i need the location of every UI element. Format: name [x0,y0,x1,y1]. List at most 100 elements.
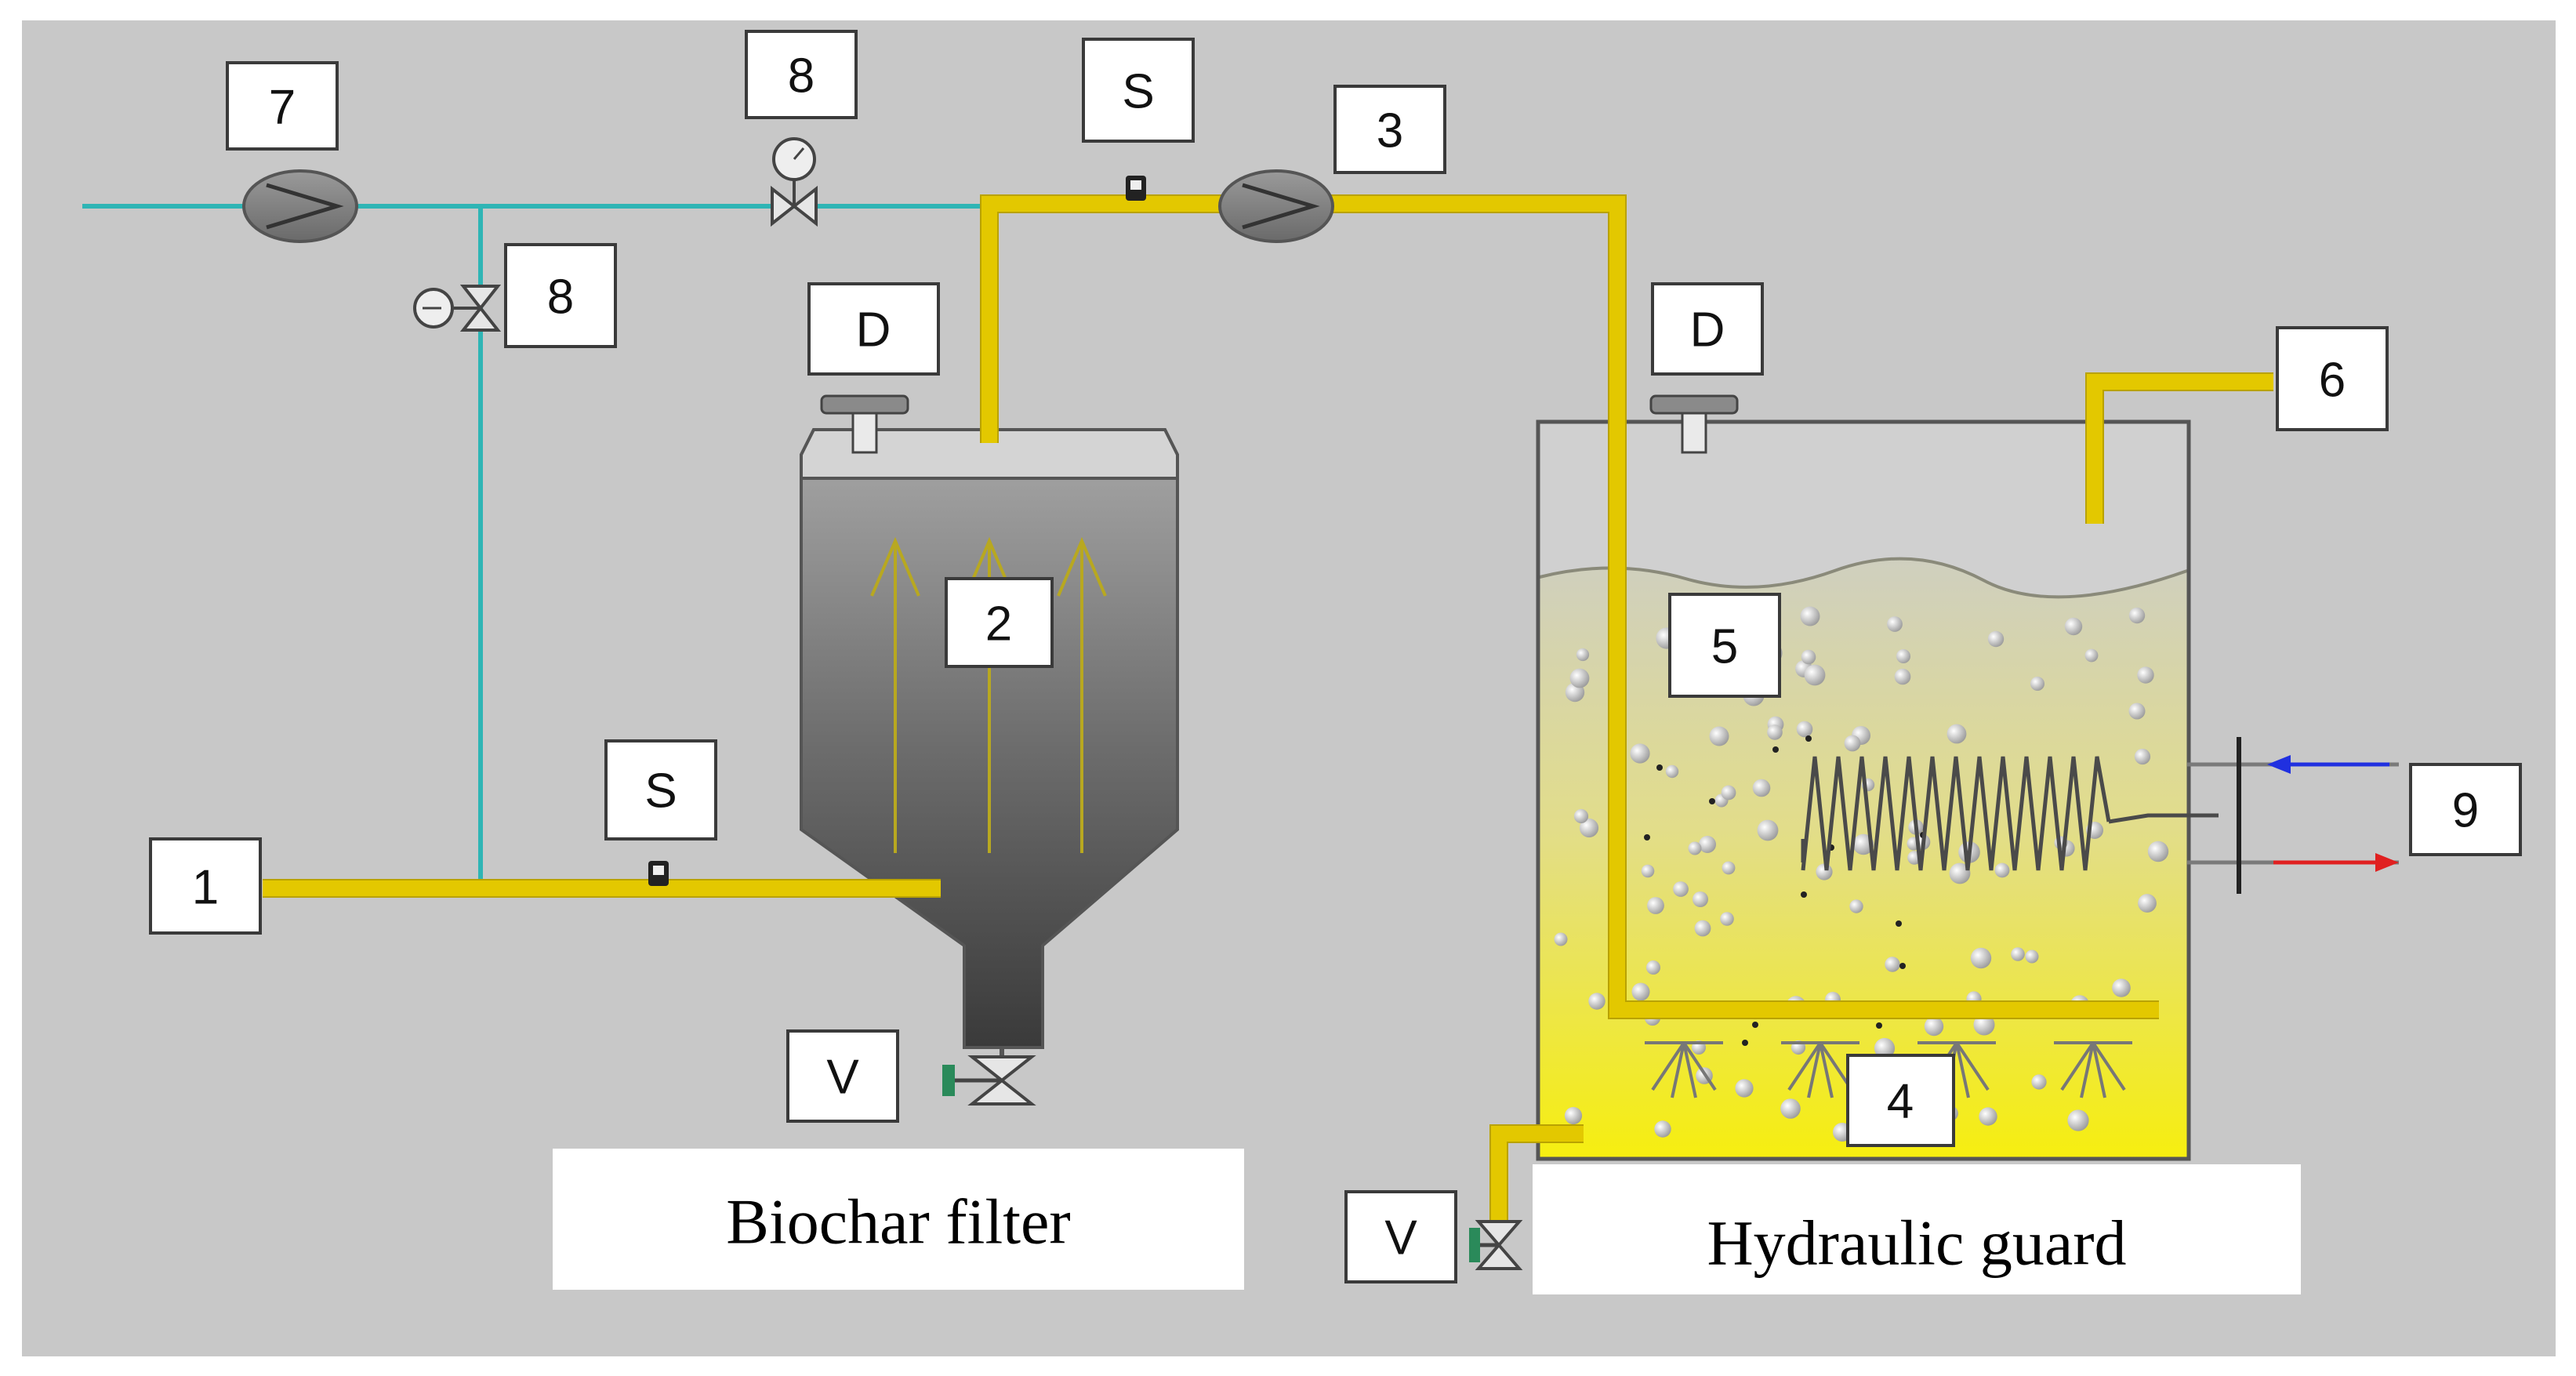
svg-text:D: D [856,303,891,358]
bubble-icon [2084,648,2099,663]
bubble-icon [1979,1107,1997,1126]
bubble-icon [2138,894,2157,913]
ball-valve-icon [1469,1220,1523,1270]
bubble-icon [1896,649,1910,663]
particle-dot [1896,920,1902,927]
sensor-icon [1126,176,1146,201]
heating-coil-icon [1801,756,2219,871]
label-1: 1 [149,837,262,935]
pump-icon [242,169,358,243]
bubble-icon [1641,864,1655,878]
heat-exchanger-lines [2187,737,2399,894]
svg-text:8: 8 [547,270,574,325]
bubble-icon [1709,726,1729,746]
bubble-icon [1987,630,2005,648]
svg-text:D: D [1690,303,1725,358]
sensor-icon [648,861,669,886]
bubble-icon [1973,1014,1995,1036]
bubble-icon [1573,808,1589,824]
bubble-icon [2025,949,2039,964]
bubble-icon [2137,666,2154,684]
label-7: 7 [226,61,339,151]
svg-text:S: S [1122,65,1154,119]
bubble-icon [1844,735,1861,752]
label-s-bottom: S [604,739,717,840]
particle-dot [1876,1022,1882,1029]
cold-arrow-icon [2267,755,2291,774]
ball-valve-icon [942,1047,1036,1106]
label-s-top: S [1082,38,1195,143]
label-6: 6 [2276,326,2389,431]
flange-icon [820,394,909,454]
bubble-icon [1874,1037,1896,1059]
bubble-icon [1564,1106,1583,1125]
pump-icon [1218,169,1334,243]
bubble-icon [1654,1120,1671,1138]
bubble-icon [1569,668,1590,688]
bubble-icon [1720,912,1734,926]
bubble-icon [1949,862,1971,884]
bubble-icon [1757,819,1779,841]
particle-dot [1805,735,1812,742]
svg-text:7: 7 [269,81,296,135]
svg-text:Hydraulic guard: Hydraulic guard [1707,1207,2126,1279]
svg-text:Biochar filter: Biochar filter [726,1186,1070,1258]
particle-dot [1801,891,1807,898]
particle-dot [1752,1022,1758,1028]
bubble-icon [1673,881,1689,897]
bubble-icon [1631,982,1650,1001]
label-3: 3 [1333,85,1446,174]
bubble-icon [1780,1098,1801,1119]
label-9: 9 [2409,763,2522,856]
bubble-icon [1722,861,1736,875]
particle-dot [1644,834,1650,840]
bubble-icon [1665,764,1679,779]
pressure-gauge-icon [772,137,816,181]
needle-valve-icon [771,137,818,227]
bubble-icon [2064,617,2083,636]
svg-text:1: 1 [192,861,219,915]
bubble-icon [1796,721,1813,738]
label-8-top: 8 [745,30,858,119]
bubble-icon [1554,932,1568,946]
svg-text:9: 9 [2452,784,2479,838]
label-d-filter: D [807,282,940,376]
bubble-icon [2030,677,2044,691]
bubble-icon [1735,1079,1754,1098]
bubble-icon [2067,1109,2089,1131]
label-4: 4 [1846,1054,1955,1147]
bubble-icon [2134,748,2151,765]
bubble-icon [1694,920,1711,937]
bubble-icon [1894,668,1911,685]
bubble-icon [1576,648,1590,662]
svg-text:5: 5 [1711,620,1738,674]
bubble-icon [1885,957,1900,972]
particle-dot [1772,746,1779,753]
bubble-icon [2128,607,2146,624]
svg-text:V: V [1384,1211,1417,1265]
flange-icon [1649,394,1739,454]
label-v-tank: V [1344,1190,1457,1283]
svg-text:6: 6 [2319,354,2346,408]
bubble-icon [1721,785,1736,801]
particle-dot [1656,764,1663,771]
bubble-icon [1579,818,1599,838]
particle-dot [1899,963,1906,969]
bubble-icon [1752,779,1771,797]
svg-text:2: 2 [985,597,1012,652]
svg-text:V: V [826,1051,859,1105]
bubble-icon [2011,947,2025,961]
bubble-icon [1994,862,2010,878]
bubble-icon [2112,978,2131,997]
bubble-icon [1688,841,1702,855]
bubble-icon [1801,649,1816,665]
bubble-icon [1849,899,1863,913]
bubble-icon [1887,616,1903,632]
svg-text:3: 3 [1377,104,1403,158]
bubble-icon [1647,897,1664,914]
bubble-icon [1800,606,1820,626]
svg-text:S: S [644,764,677,819]
svg-text:8: 8 [788,49,815,103]
